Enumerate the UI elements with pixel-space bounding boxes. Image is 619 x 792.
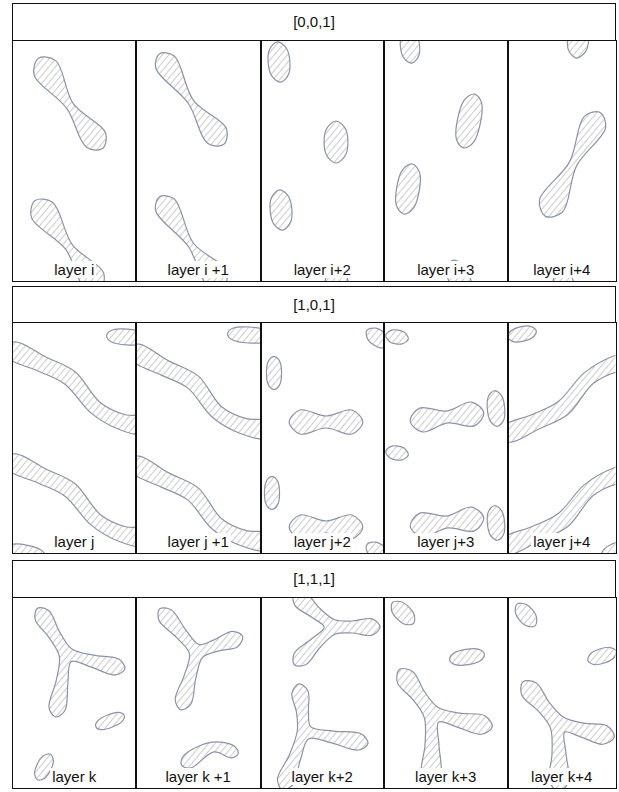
layer-cell: layer k +1 (135, 597, 262, 789)
layer-cell: layer i+2 (260, 40, 385, 282)
layer-cell: layer k+2 (260, 597, 385, 789)
hatched-section (396, 164, 421, 214)
hatched-section (366, 328, 383, 348)
layer-section (264, 328, 383, 553)
hatched-section (588, 647, 616, 664)
direction-header: [1,0,1] (12, 286, 616, 323)
layer-label: layer j+4 (531, 533, 592, 550)
layer-section (277, 598, 380, 788)
direction-label: [1,1,1] (291, 570, 337, 587)
layer-label: layer j (52, 533, 96, 550)
hatched-section (268, 42, 290, 82)
layer-label: layer j+3 (415, 533, 476, 550)
hatched-section (508, 463, 616, 553)
layer-label: layer i (52, 261, 96, 278)
hatched-section (397, 669, 493, 785)
layer-label: layer i+3 (415, 261, 476, 278)
hatched-section (602, 538, 616, 553)
layer-label: layer j +1 (166, 533, 231, 550)
layer-cell: layer k+4 (507, 597, 617, 789)
layer-label: layer j+2 (292, 533, 353, 550)
layer-section (396, 41, 483, 281)
layer-section (155, 53, 227, 281)
layer-section (391, 601, 492, 784)
layer-label: layer k +1 (164, 768, 233, 785)
hatched-section (266, 357, 281, 390)
layer-label: layer k+4 (529, 768, 594, 785)
hatched-section (13, 342, 136, 435)
layer-section (136, 327, 261, 551)
layer-section (268, 42, 349, 281)
hatched-section (487, 391, 505, 427)
hatched-section (35, 608, 125, 717)
hatched-section (228, 327, 261, 343)
hatched-section (34, 57, 107, 150)
hatched-section (366, 542, 383, 553)
hatched-section (391, 601, 415, 625)
layer-section (508, 326, 616, 553)
direction-header: [0,0,1] (12, 3, 616, 41)
hatched-section (456, 94, 482, 148)
hatched-section (386, 330, 409, 344)
layer-cell: layer i+3 (383, 40, 509, 282)
hatched-section (293, 598, 380, 666)
layer-cell: layer k (12, 597, 137, 789)
layer-section (13, 329, 136, 553)
layer-label: layer k+2 (290, 768, 355, 785)
hatched-section (155, 53, 227, 146)
layer-label: layer k (50, 768, 98, 785)
hatched-section (181, 742, 238, 768)
layer-cell: layer i (12, 40, 137, 282)
hatched-section (539, 112, 605, 217)
layer-cell: layer k+3 (383, 597, 509, 789)
hatched-section (400, 41, 419, 63)
hatched-section (450, 649, 485, 666)
hatched-section (508, 326, 536, 342)
layer-section (35, 608, 125, 781)
layer-label: layer i +1 (166, 261, 231, 278)
hatched-section (508, 351, 616, 443)
hatched-section (289, 410, 363, 435)
hatched-section (277, 684, 368, 788)
hatched-section (13, 544, 45, 553)
hatched-section (264, 477, 279, 510)
layer-section (515, 603, 615, 788)
hatched-section (515, 603, 537, 627)
layer-label: layer k+3 (413, 768, 478, 785)
layer-section (31, 57, 107, 281)
direction-label: [1,0,1] (291, 296, 337, 313)
hatched-section (136, 456, 261, 551)
hatched-section (31, 199, 105, 281)
layer-section (386, 330, 505, 541)
hatched-section (158, 608, 243, 710)
hatched-section (324, 121, 348, 163)
hatched-section (386, 446, 409, 460)
hatched-section (487, 506, 505, 541)
layer-cell: layer j+3 (383, 322, 509, 554)
layer-cell: layer i +1 (135, 40, 262, 282)
hatched-section (270, 190, 292, 230)
layer-cell: layer i+4 (507, 40, 617, 282)
layer-label: layer i+4 (531, 261, 592, 278)
layer-cell: layer j +1 (135, 322, 262, 554)
hatched-section (107, 329, 136, 345)
layer-cell: layer j+2 (260, 322, 385, 554)
hatched-section (567, 41, 588, 58)
direction-header: [1,1,1] (12, 560, 616, 598)
hatched-section (410, 402, 484, 432)
layer-section (158, 608, 243, 768)
layer-cell: layer j+4 (507, 322, 617, 554)
hatched-section (136, 344, 261, 439)
hatched-section (521, 681, 615, 788)
layer-section (539, 41, 605, 281)
hatched-section (96, 712, 125, 729)
layer-cell: layer j (12, 322, 137, 554)
layer-label: layer i+2 (292, 261, 353, 278)
direction-label: [0,0,1] (291, 13, 337, 30)
